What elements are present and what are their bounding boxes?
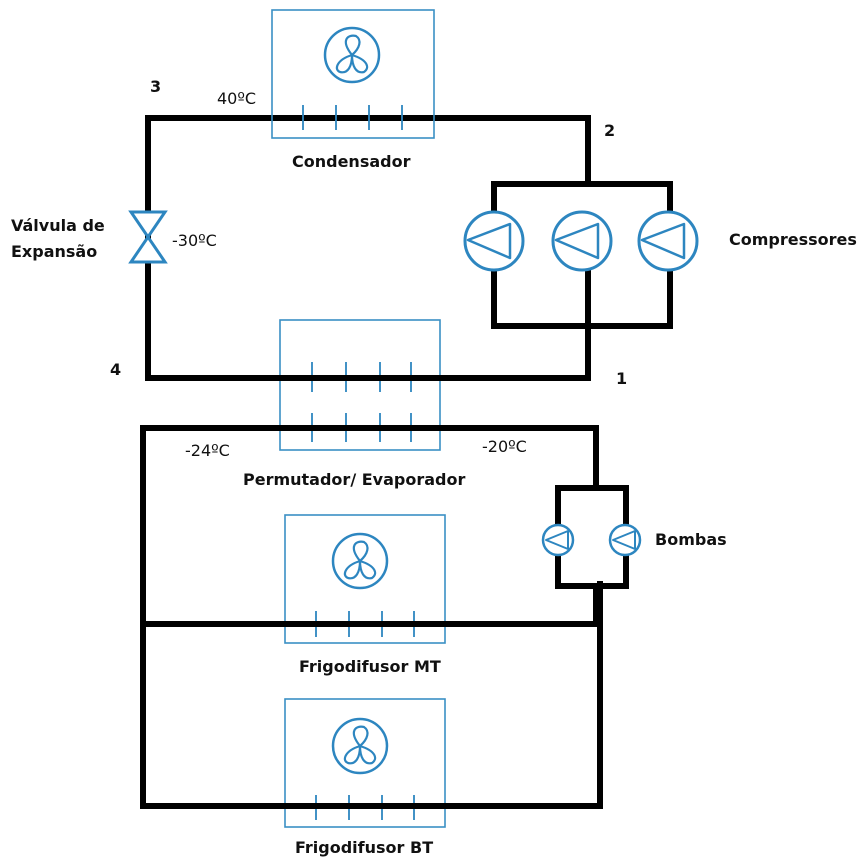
valve-temp-label: -30ºC: [172, 231, 217, 250]
condenser: [271, 9, 435, 139]
point-1-label: 1: [616, 369, 627, 388]
point-4-label: 4: [110, 360, 121, 379]
fan-icon: [331, 532, 389, 590]
compressor-manifold-top: [491, 181, 673, 216]
point-3-label: 3: [150, 77, 161, 96]
condenser-temp-label: 40ºC: [217, 89, 256, 108]
pump-1: [541, 523, 575, 557]
pumps-label: Bombas: [655, 530, 727, 549]
pump-manifold-bottom: [555, 538, 629, 589]
exchanger-left-temp-label: -24ºC: [185, 441, 230, 460]
compressor-3: [637, 210, 699, 272]
compressors-label: Compressores: [729, 230, 857, 249]
exchanger-right-temp-label: -20ºC: [482, 437, 527, 456]
compressor-2: [551, 210, 613, 272]
secondary-pipe-outer: [140, 425, 603, 809]
fan-icon: [331, 717, 389, 775]
air-cooler-bt-label: Frigodifusor BT: [295, 838, 433, 857]
expansion-valve-icon: [128, 210, 168, 264]
valve-label-line2: Expansão: [11, 242, 97, 261]
fan-icon: [323, 26, 381, 84]
condenser-label: Condensador: [292, 152, 411, 171]
exchanger-label: Permutador/ Evaporador: [243, 470, 465, 489]
refrigerant-pipe-top: [145, 115, 591, 265]
pump-2: [608, 523, 642, 557]
air-cooler-bt: [284, 698, 446, 828]
air-cooler-mt-label: Frigodifusor MT: [299, 657, 441, 676]
compressor-1: [463, 210, 525, 272]
valve-label-line1: Válvula de: [11, 216, 105, 235]
compressor-manifold-bottom: [491, 267, 673, 329]
pump-manifold: [555, 485, 629, 543]
point-2-label: 2: [604, 121, 615, 140]
